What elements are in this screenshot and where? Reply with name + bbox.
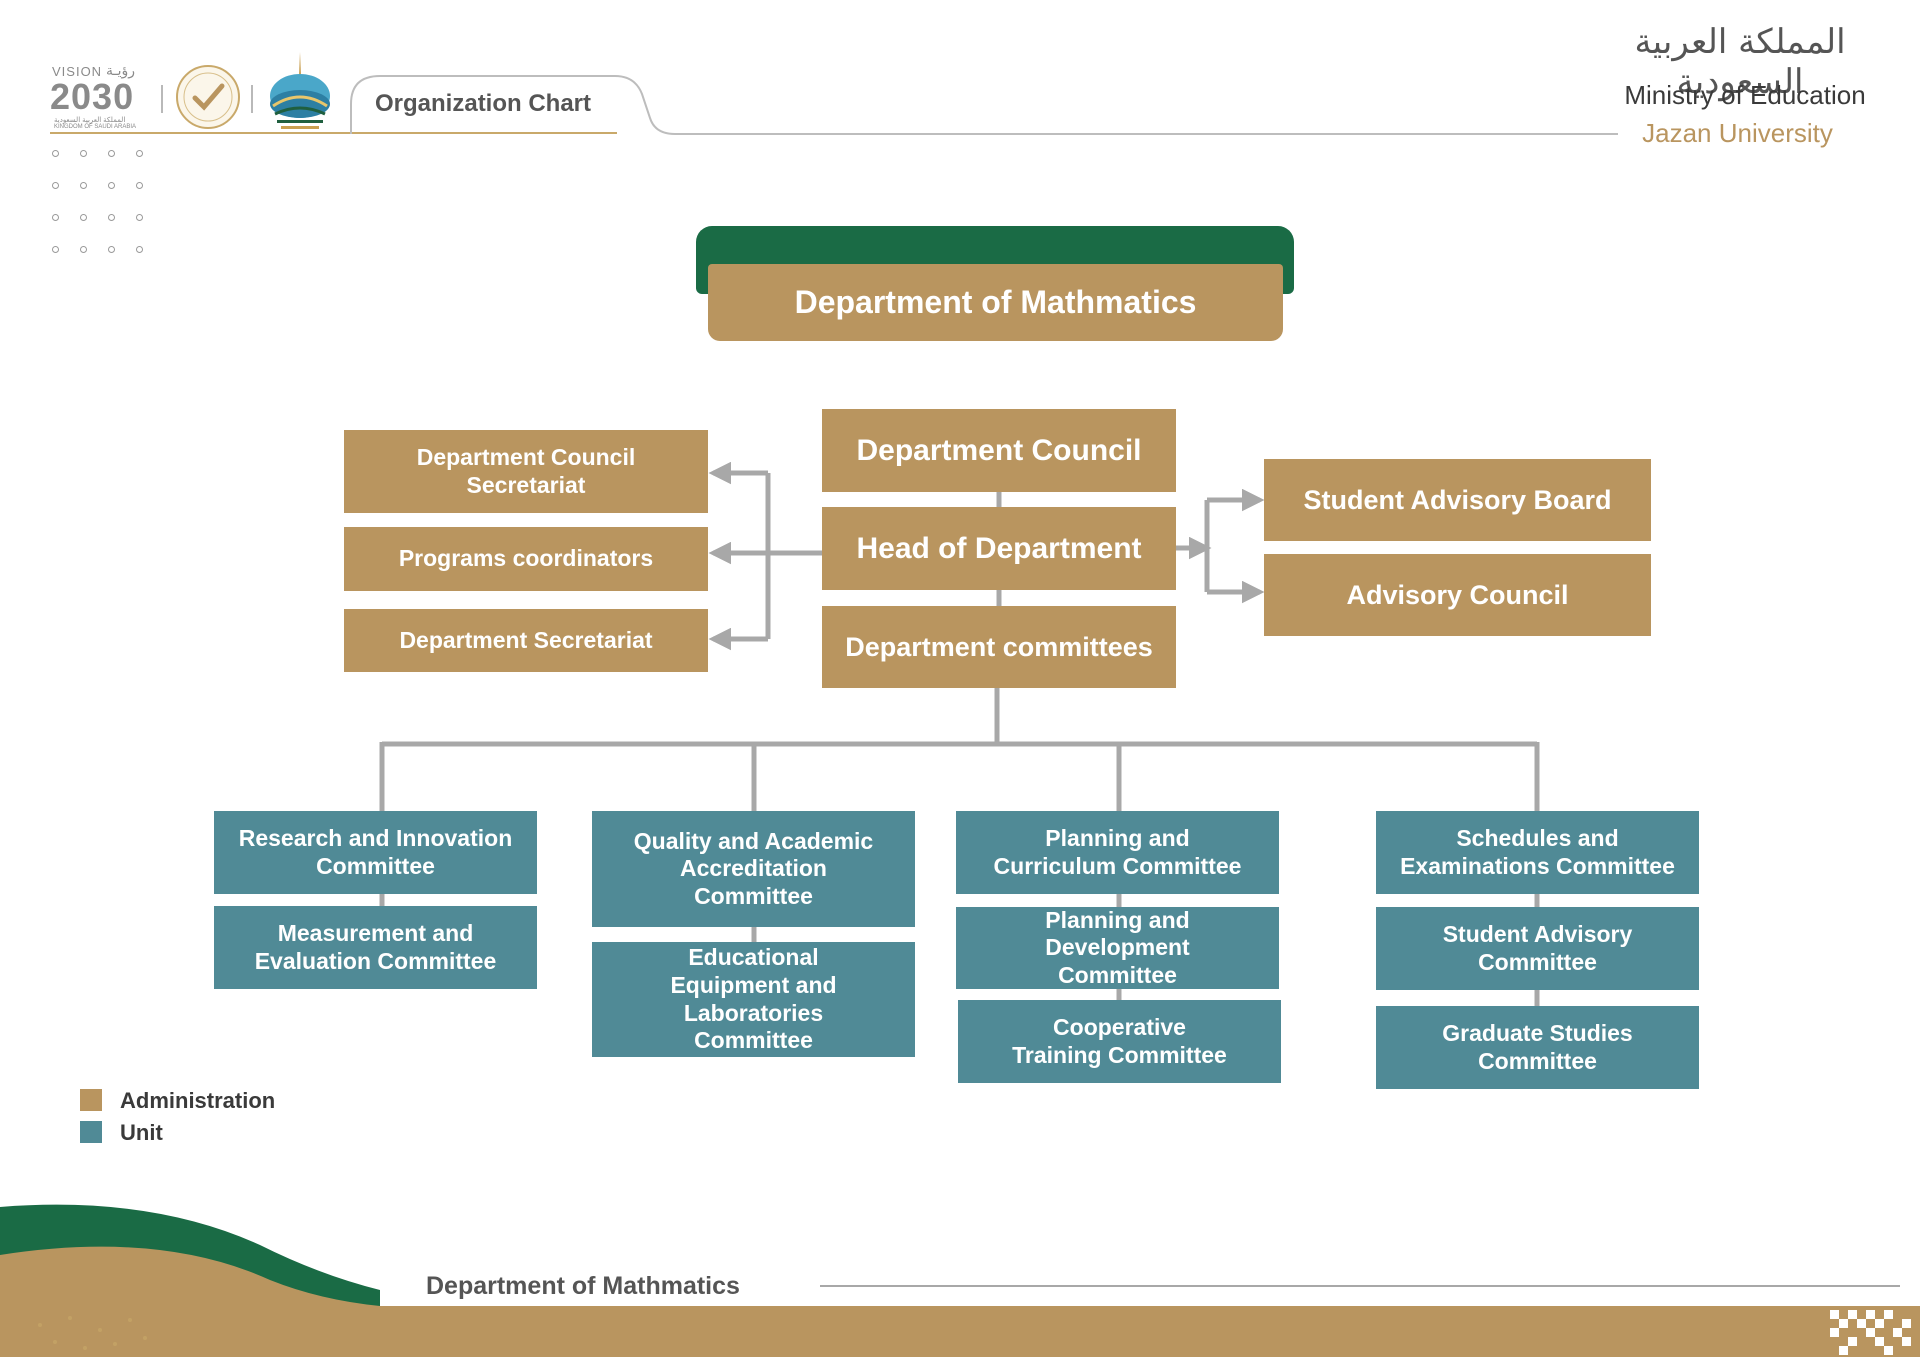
committee-box: Research and Innovation Committee bbox=[214, 811, 537, 894]
student-advisory-board-box: Student Advisory Board bbox=[1264, 459, 1651, 541]
title-banner-text: Department of Mathmatics bbox=[794, 284, 1197, 321]
head-of-department-box: Head of Department bbox=[822, 507, 1176, 590]
logo-divider bbox=[161, 85, 163, 113]
legend-label: Unit bbox=[120, 1120, 163, 1145]
committee-box: Educational Equipment and Laboratories C… bbox=[592, 942, 915, 1057]
committee-box: Graduate Studies Committee bbox=[1376, 1006, 1699, 1089]
vision-caption-arabic: المملكة العربية السعودية bbox=[54, 117, 126, 124]
header: VISION رؤيـة 2030 المملكة العربية السعود… bbox=[0, 0, 1920, 150]
kingdom-arabic-calligraphy: المملكة العربية السعودية bbox=[1634, 22, 1846, 102]
vision-caption-english: KINGDOM OF SAUDI ARABIA bbox=[54, 124, 137, 130]
advisory-council-box: Advisory Council bbox=[1264, 554, 1651, 636]
programs-coordinators-box: Programs coordinators bbox=[344, 527, 708, 591]
legend-swatch-administration bbox=[80, 1089, 102, 1111]
legend-label: Administration bbox=[120, 1088, 276, 1113]
department-committees-box: Department committees bbox=[822, 606, 1176, 688]
legend: Administration Unit bbox=[80, 1087, 340, 1147]
committee-box: Cooperative Training Committee bbox=[958, 1000, 1281, 1083]
footer-wave bbox=[0, 1204, 1920, 1357]
vision-year: 2030 bbox=[50, 76, 135, 117]
committee-box: Schedules and Examinations Committee bbox=[1376, 811, 1699, 894]
logo-divider bbox=[251, 85, 253, 113]
committee-box: Quality and Academic Accreditation Commi… bbox=[592, 811, 915, 927]
logo-underline bbox=[50, 132, 617, 134]
jazan-university-logo-icon bbox=[270, 52, 330, 129]
title-banner: Department of Mathmatics bbox=[708, 264, 1283, 341]
tab-outline bbox=[350, 75, 1618, 135]
university-name: Jazan University bbox=[1642, 118, 1833, 148]
vision-word: VISION bbox=[52, 64, 103, 79]
committee-box: Planning and Development Committee bbox=[956, 907, 1279, 989]
department-secretariat-box: Department Secretariat bbox=[344, 609, 708, 672]
tab-organization-chart[interactable]: Organization Chart bbox=[375, 90, 592, 117]
decorative-dots bbox=[52, 150, 152, 260]
vision-2030-logo: VISION رؤيـة 2030 المملكة العربية السعود… bbox=[50, 62, 150, 132]
department-council-secretariat-box: Department Council Secretariat bbox=[344, 430, 708, 513]
committee-box: Student Advisory Committee bbox=[1376, 907, 1699, 990]
footer-title: Department of Mathmatics bbox=[426, 1272, 740, 1300]
committee-box: Planning and Curriculum Committee bbox=[956, 811, 1279, 894]
legend-swatch-unit bbox=[80, 1121, 102, 1143]
accreditation-seal-icon bbox=[176, 65, 240, 129]
committee-box: Measurement and Evaluation Committee bbox=[214, 906, 537, 989]
department-council-box: Department Council bbox=[822, 409, 1176, 492]
ministry-name: Ministry of Education bbox=[1624, 80, 1866, 110]
vision-arabic: رؤيـة bbox=[106, 62, 136, 78]
